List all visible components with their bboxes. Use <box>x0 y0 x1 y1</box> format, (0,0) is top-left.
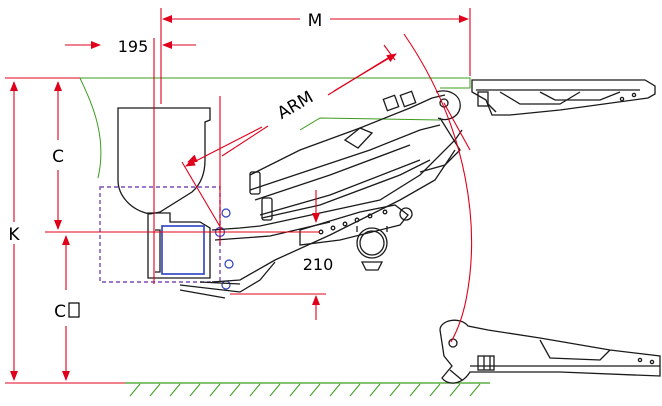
svg-text:C: C <box>54 302 66 322</box>
base-column <box>147 212 211 279</box>
label-c0: C <box>54 302 80 322</box>
dimension-lines <box>5 8 473 384</box>
label-m: M <box>308 11 323 31</box>
mount-box <box>99 186 221 283</box>
label-195: 195 <box>118 37 149 56</box>
dimension-labels: M 195 ARM C K C 210 <box>8 11 333 322</box>
lowered-arm <box>439 319 661 384</box>
main-boom <box>179 90 463 299</box>
hopper <box>117 107 211 215</box>
reach-envelope <box>79 77 471 179</box>
label-c: C <box>52 147 64 167</box>
stowed-arm <box>471 79 656 116</box>
label-210: 210 <box>303 255 334 274</box>
label-arm: ARM <box>274 87 317 123</box>
label-k: K <box>8 225 20 245</box>
pivot-points <box>214 208 234 290</box>
ground <box>125 382 490 397</box>
c0-subscript-box <box>68 302 80 318</box>
ground-hatch <box>129 383 481 397</box>
